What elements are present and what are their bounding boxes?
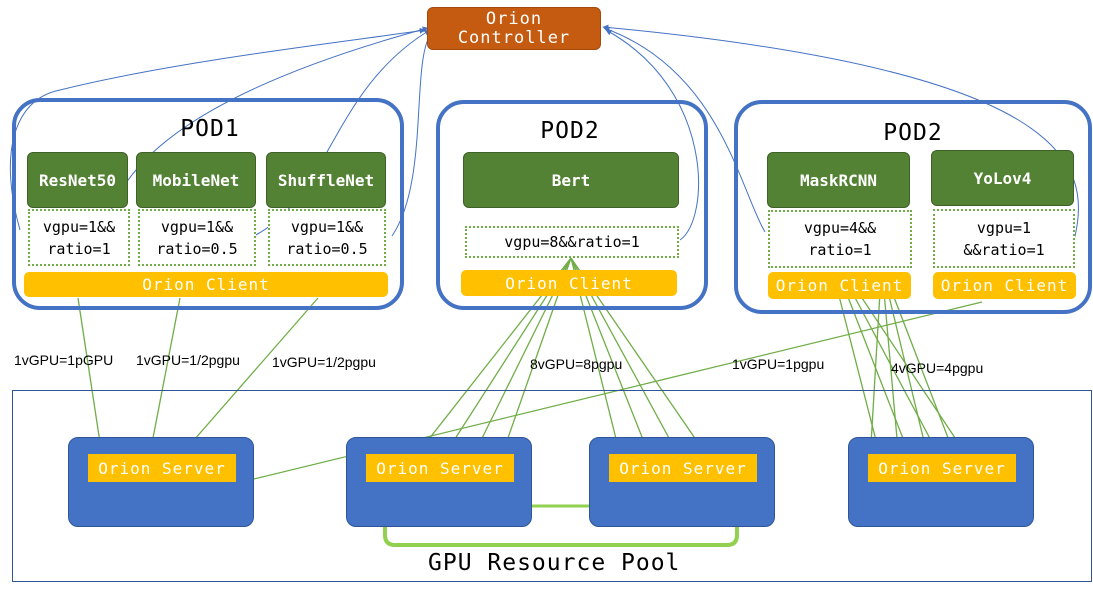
model-shufflenet: ShuffleNet xyxy=(266,152,386,208)
pod1-container xyxy=(12,98,404,310)
model-bert: Bert xyxy=(463,152,679,208)
config-mobilenet: vgpu=1&& ratio=0.5 xyxy=(138,209,256,266)
orion-server-1 xyxy=(68,437,254,527)
orion-server-4 xyxy=(848,437,1034,527)
orion-server-4-label: Orion Server xyxy=(868,454,1016,482)
controller-link-1 xyxy=(9,27,426,231)
pod3-orion-client-maskrcnn: Orion Client xyxy=(768,272,911,299)
config-resnet50: vgpu=1&& ratio=1 xyxy=(28,209,130,266)
model-mobilenet: MobileNet xyxy=(136,152,256,208)
config-bert: vgpu=8&&ratio=1 xyxy=(465,226,679,258)
orion-server-3 xyxy=(589,437,775,527)
model-yolov4: YoLov4 xyxy=(931,150,1074,206)
gpu-link-bracket xyxy=(383,518,739,547)
pod1-title: POD1 xyxy=(180,116,240,142)
model-maskrcnn: MaskRCNN xyxy=(767,152,910,208)
controller-link-5 xyxy=(605,29,699,241)
orion-server-2-label: Orion Server xyxy=(366,454,514,482)
orion-controller: Orion Controller xyxy=(427,7,601,50)
orion-server-3-label: Orion Server xyxy=(609,454,757,482)
orion-server-1-label: Orion Server xyxy=(88,454,236,482)
pod3-orion-client-yolov4: Orion Client xyxy=(933,272,1076,299)
gpu-resource-pool-title: GPU Resource Pool xyxy=(428,550,681,576)
controller-link-7 xyxy=(602,24,1079,241)
config-maskrcnn: vgpu=4&& ratio=1 xyxy=(768,210,912,268)
controller-line2: Controller xyxy=(457,28,571,48)
mapping-label-maskrcnn: 4vGPU=4pgpu xyxy=(891,360,984,376)
model-resnet50: ResNet50 xyxy=(27,152,128,208)
mapping-label-bert: 8vGPU=8pgpu xyxy=(530,356,623,372)
pod1-orion-client: Orion Client xyxy=(24,272,388,297)
controller-line1: Orion xyxy=(485,9,543,29)
gpu-resource-pool xyxy=(12,390,1092,582)
config-yolov4: vgpu=1 &&ratio=1 xyxy=(933,209,1075,268)
pod2-orion-client: Orion Client xyxy=(461,270,677,296)
orion-server-2 xyxy=(346,437,532,527)
mapping-label-resnet50: 1vGPU=1pGPU xyxy=(14,352,114,368)
pod3-container xyxy=(734,100,1092,314)
pod2-container xyxy=(436,100,708,310)
mapping-label-mobilenet: 1vGPU=1/2pgpu xyxy=(136,352,240,368)
pod3-title: POD2 xyxy=(883,120,943,146)
pod2-title: POD2 xyxy=(540,118,600,144)
mapping-label-yolov4: 1vGPU=1pgpu xyxy=(732,356,825,372)
mapping-label-shufflenet: 1vGPU=1/2pgpu xyxy=(272,354,376,370)
config-shufflenet: vgpu=1&& ratio=0.5 xyxy=(268,209,386,266)
controller-link-6 xyxy=(603,27,766,233)
